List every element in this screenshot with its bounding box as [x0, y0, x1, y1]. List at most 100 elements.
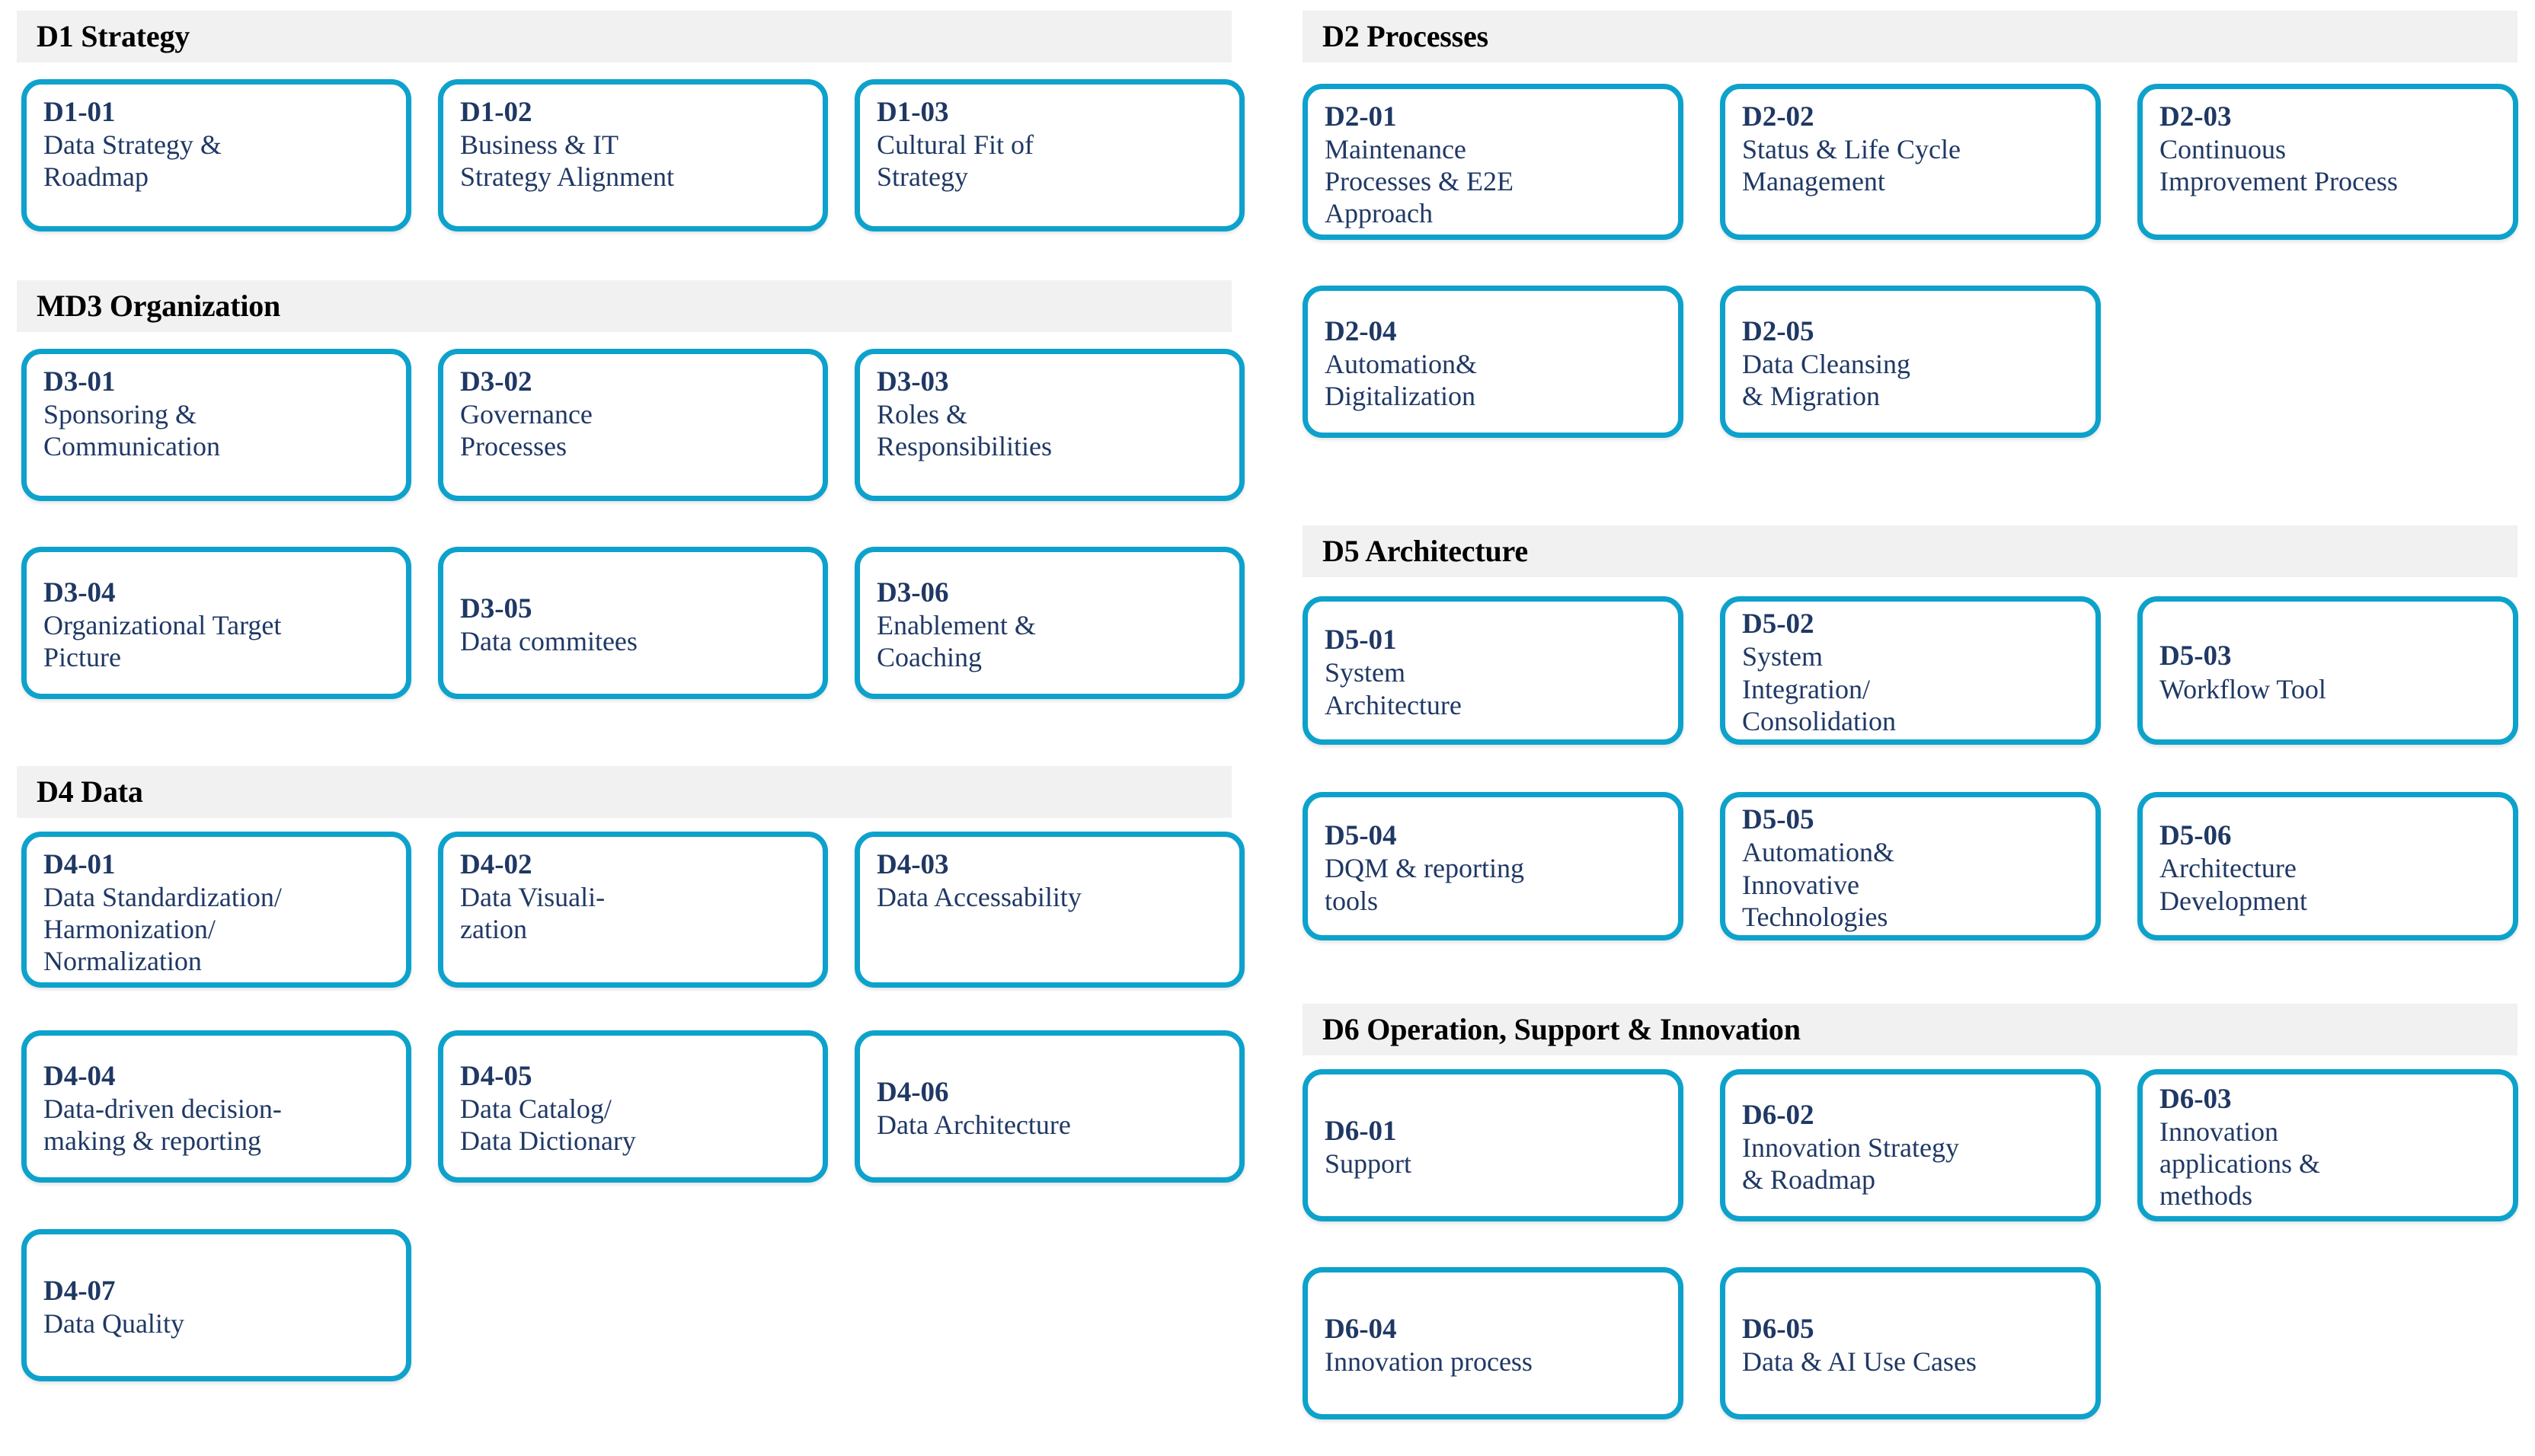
capability-card-code: D4-03 — [877, 849, 949, 880]
capability-card-code: D4-07 — [43, 1275, 116, 1307]
section-header-label: D5 Architecture — [1322, 534, 1528, 568]
capability-card-code: D3-01 — [43, 366, 116, 398]
capability-card-code: D5-02 — [1742, 608, 1814, 640]
capability-card-code: D6-01 — [1325, 1115, 1397, 1147]
capability-card-code: D3-02 — [460, 366, 532, 398]
capability-card-code: D5-04 — [1325, 820, 1397, 852]
section-header-label: MD3 Organization — [37, 289, 281, 323]
capability-card-code: D3-03 — [877, 366, 949, 398]
capability-card-code: D5-05 — [1742, 804, 1814, 836]
capability-card-title: Automation& Digitalization — [1325, 348, 1477, 412]
section-header-label: D6 Operation, Support & Innovation — [1322, 1012, 1801, 1046]
capability-card-title: Maintenance Processes & E2E Approach — [1325, 134, 1514, 229]
capability-card-title: Enablement & Coaching — [877, 609, 1036, 673]
capability-card-code: D5-06 — [2159, 820, 2232, 852]
capability-card-title: Data commitees — [460, 626, 638, 657]
capability-card-title: Data Visuali- zation — [460, 882, 606, 945]
capability-card-title: Automation& Innovative Technologies — [1742, 837, 1894, 932]
capability-card-title: System Architecture — [1325, 657, 1462, 720]
capability-card-title: Data Cleansing & Migration — [1742, 348, 1910, 412]
section-header-label: D1 Strategy — [37, 19, 190, 53]
capability-card-title: Roles & Responsibilities — [877, 399, 1053, 462]
section-header: D5 Architecture — [1303, 525, 2517, 577]
capability-card-title: Sponsoring & Communication — [43, 399, 220, 462]
capability-card-title: Innovation Strategy & Roadmap — [1742, 1132, 1959, 1196]
capability-card-code: D5-03 — [2159, 640, 2232, 672]
capability-card-code: D2-01 — [1325, 101, 1397, 133]
section-header-label: D4 Data — [37, 774, 143, 809]
capability-card-code: D1-02 — [460, 97, 532, 128]
capability-card-title: Status & Life Cycle Management — [1742, 134, 1961, 197]
capability-card-title: Data Standardization/ Harmonization/ Nor… — [43, 882, 282, 977]
capability-card-code: D5-01 — [1325, 624, 1397, 656]
capability-card-title: Innovation applications & methods — [2159, 1116, 2320, 1212]
capability-card-title: Organizational Target Picture — [43, 609, 282, 673]
capability-card-title: Data Catalog/ Data Dictionary — [460, 1093, 636, 1157]
capability-card-code: D4-01 — [43, 849, 116, 880]
capability-card-title: Data Strategy & Roadmap — [43, 129, 222, 193]
capability-card-code: D6-04 — [1325, 1313, 1397, 1345]
capability-card-title: Continuous Improvement Process — [2159, 134, 2398, 197]
capability-card-code: D3-04 — [43, 576, 116, 608]
capability-card-title: DQM & reporting tools — [1325, 853, 1524, 916]
capability-card-code: D6-05 — [1742, 1313, 1814, 1345]
capability-card-code: D2-05 — [1742, 315, 1814, 347]
capability-card-title: Data & AI Use Cases — [1742, 1346, 1977, 1378]
capability-card-code: D4-06 — [877, 1076, 949, 1108]
capability-card-code: D4-02 — [460, 849, 532, 880]
capability-card-code: D2-03 — [2159, 101, 2232, 133]
section-header: D6 Operation, Support & Innovation — [1303, 1004, 2517, 1055]
capability-card-code: D4-04 — [43, 1060, 116, 1092]
section-header: D1 Strategy — [17, 11, 1232, 62]
capability-card-title: Workflow Tool — [2159, 673, 2326, 704]
section-header: D2 Processes — [1303, 11, 2517, 62]
capability-card-code: D6-03 — [2159, 1083, 2232, 1115]
capability-card-code: D2-02 — [1742, 101, 1814, 133]
capability-card-title: Data Accessability — [877, 882, 1082, 913]
section-header-label: D2 Processes — [1322, 19, 1488, 53]
capability-card-title: Cultural Fit of Strategy — [877, 129, 1034, 193]
capability-card-code: D4-05 — [460, 1060, 532, 1092]
capability-card-title: Data-driven decision- making & reporting — [43, 1093, 282, 1157]
capability-card-code: D3-05 — [460, 592, 532, 624]
capability-card-code: D1-01 — [43, 97, 116, 128]
capability-card-title: Data Architecture — [877, 1110, 1071, 1141]
section-header: D4 Data — [17, 766, 1232, 818]
capability-card-title: System Integration/ Consolidation — [1742, 641, 1897, 736]
capability-card-code: D3-06 — [877, 576, 949, 608]
capability-card-code: D6-02 — [1742, 1099, 1814, 1131]
